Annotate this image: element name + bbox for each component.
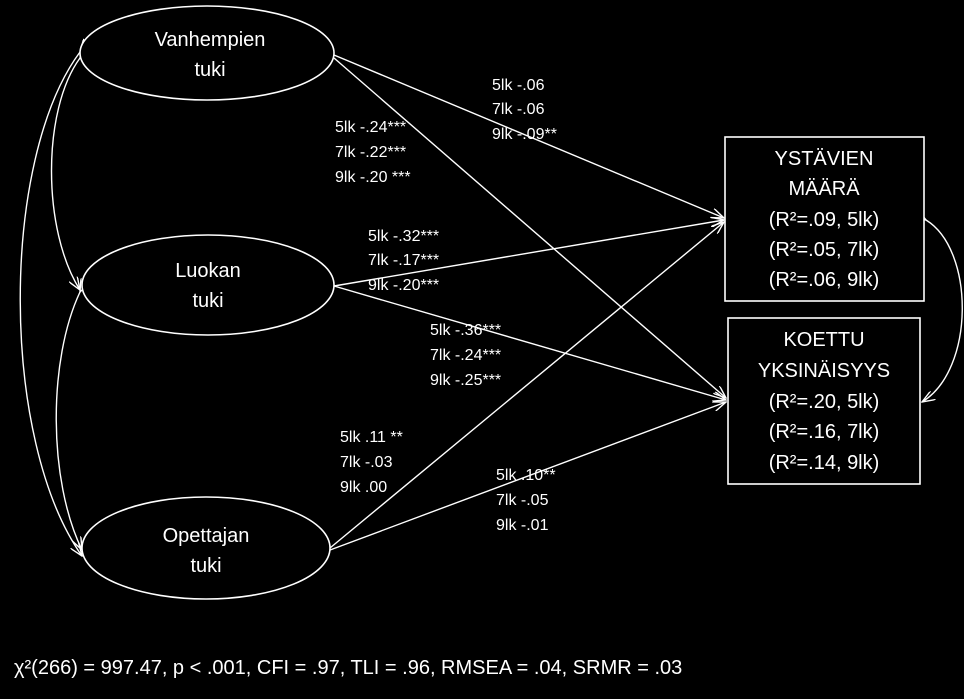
coef-opettajan-yksinaisyys-5lk: 5lk .10** [496,467,556,484]
coef-luokan-yksinaisyys-9lk: 9lk -.25*** [430,372,501,389]
fit-statistics: χ²(266) = 997.47, p < .001, CFI = .97, T… [14,657,682,679]
coef-vanhempien-yksinaisyys: 5lk -.24*** 7lk -.22*** 9lk -.20 *** [335,119,411,186]
covariance-arc-vanhempien-opettajan [19,52,82,556]
covariance-arc-luokan-opettajan [55,292,82,550]
outcome-koettu-yksinaisyys: KOETTU YKSINÄISYYS (R²=.20, 5lk) (R²=.16… [727,317,921,485]
coef-luokan-ystavien-5lk: 5lk -.32*** [368,228,439,245]
coef-opettajan-yksinaisyys-7lk: 7lk -.05 [496,492,549,509]
coef-vanhempien-ystavien-9lk: 9lk -.09** [492,126,557,143]
coef-opettajan-ystavien-7lk: 7lk -.03 [340,454,393,471]
latent-vanhempien-line-1: Vanhempien [155,29,266,51]
coef-opettajan-ystavien: 5lk .11 ** 7lk -.03 9lk .00 [340,429,403,496]
path-opettajan-ystavien [329,222,724,549]
coef-vanhempien-yksinaisyys-5lk: 5lk -.24*** [335,119,406,136]
latent-opettajan: Opettajan tuki [81,496,331,600]
path-vanhempien-ystavien [333,54,724,218]
path-opettajan-yksinaisyys [329,402,726,551]
latent-vanhempien-line-2: tuki [194,59,225,81]
coef-luokan-ystavien: 5lk -.32*** 7lk -.17*** 9lk -.20*** [368,228,439,294]
coef-vanhempien-yksinaisyys-7lk: 7lk -.22*** [335,144,406,161]
coef-opettajan-ystavien-5lk: 5lk .11 ** [340,429,403,446]
path-luokan-ystavien [333,220,724,287]
coef-opettajan-yksinaisyys: 5lk .10** 7lk -.05 9lk -.01 [496,467,556,534]
latent-opettajan-line-1: Opettajan [163,525,250,547]
outcome-ystavien-line-1: YSTÄVIEN [775,148,874,170]
latent-luokan-line-2: tuki [192,290,223,312]
coef-opettajan-yksinaisyys-9lk: 9lk -.01 [496,517,549,534]
coef-vanhempien-ystavien-5lk: 5lk -.06 [492,77,545,94]
outcome-yksinaisyys-line-5: (R²=.14, 9lk) [769,452,880,474]
outcome-yksinaisyys-line-4: (R²=.16, 7lk) [769,421,880,443]
latent-vanhempien: Vanhempien tuki [79,5,335,101]
outcome-ystavien-line-2: MÄÄRÄ [788,178,860,200]
outcome-ystavien-line-5: (R²=.06, 9lk) [769,269,880,291]
latent-opettajan-line-2: tuki [190,555,221,577]
coef-luokan-ystavien-7lk: 7lk -.17*** [368,252,439,269]
coef-vanhempien-ystavien: 5lk -.06 7lk -.06 9lk -.09** [492,77,557,143]
path-vanhempien-yksinaisyys [333,57,726,398]
coef-opettajan-ystavien-9lk: 9lk .00 [340,479,387,496]
coef-vanhempien-ystavien-7lk: 7lk -.06 [492,101,545,118]
coef-luokan-yksinaisyys-5lk: 5lk -.36*** [430,322,501,339]
coef-vanhempien-yksinaisyys-9lk: 9lk -.20 *** [335,169,411,186]
path-luokan-yksinaisyys [333,285,726,400]
residual-covariance-arc [922,220,963,402]
outcome-ystavien-maara: YSTÄVIEN MÄÄRÄ (R²=.09, 5lk) (R²=.05, 7l… [724,136,925,302]
outcome-yksinaisyys-line-3: (R²=.20, 5lk) [769,391,880,413]
outcome-yksinaisyys-line-1: KOETTU [783,329,864,351]
outcome-ystavien-line-3: (R²=.09, 5lk) [769,209,880,231]
outcome-yksinaisyys-line-2: YKSINÄISYYS [758,360,890,382]
coef-luokan-yksinaisyys-7lk: 7lk -.24*** [430,347,501,364]
coef-luokan-ystavien-9lk: 9lk -.20*** [368,277,439,294]
latent-luokan-line-1: Luokan [175,260,241,282]
latent-luokan: Luokan tuki [81,234,335,336]
coef-luokan-yksinaisyys: 5lk -.36*** 7lk -.24*** 9lk -.25*** [430,322,501,389]
covariance-arc-vanhempien-luokan [50,58,81,290]
outcome-ystavien-line-4: (R²=.05, 7lk) [769,239,880,261]
